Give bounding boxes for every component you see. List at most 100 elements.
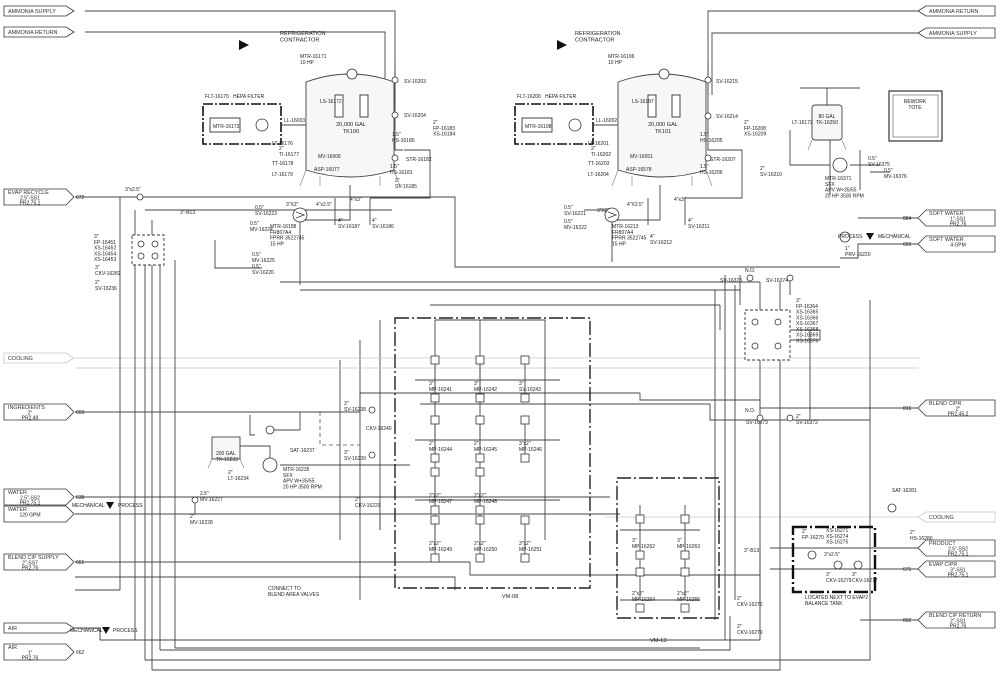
- valve-label: 2"x2"MP-16247: [429, 493, 452, 505]
- valve-icon[interactable]: [704, 154, 712, 162]
- evap-ckv: 3"CKV-16282: [95, 265, 121, 277]
- offpage-ref: 892: [903, 618, 912, 624]
- valve-icon[interactable]: [368, 451, 376, 459]
- valve-icon[interactable]: [786, 414, 794, 422]
- tank-tk100[interactable]: 20,000 GAL TK100: [299, 68, 401, 187]
- offpage-sub: 2"-SS7: [22, 561, 38, 567]
- offpage-connector-ammonia-supply-left[interactable]: AMMONIA SUPPLY: [3, 5, 75, 17]
- offpage-connector-ammonia-supply-right[interactable]: AMMONIA SUPPLY: [917, 27, 996, 39]
- offpage-connector-cooling-left[interactable]: COOLING: [3, 352, 75, 364]
- product-skid[interactable]: [791, 525, 877, 594]
- valve-icon[interactable]: [391, 76, 399, 84]
- mix-proof-valve[interactable]: 2"x2"MP-16265: [677, 567, 700, 613]
- offpage-ref: 660: [76, 410, 85, 416]
- offpage-label: BLEND CIP RETURN: [929, 613, 981, 619]
- left-sat: SAT-16237: [290, 448, 315, 454]
- mix-proof-valve[interactable]: 3"SV-16243: [519, 355, 541, 403]
- mix-proof-valve[interactable]: 2"x2"MP-16248: [474, 467, 497, 515]
- valve-icon[interactable]: [786, 274, 794, 282]
- offpage-label: EVAP RECYCLE: [8, 190, 49, 196]
- mix-proof-valve[interactable]: 2"x2"MP-16250: [474, 515, 497, 563]
- mix-proof-valve[interactable]: 2"MP-16244: [429, 415, 452, 463]
- prv-valve-icon[interactable]: [839, 231, 851, 243]
- sample-valve-icon[interactable]: [887, 503, 897, 513]
- valve-icon[interactable]: [136, 193, 144, 201]
- pump-mtr-16188[interactable]: [292, 207, 308, 223]
- valve-icon[interactable]: [191, 496, 199, 504]
- offpage-sub: 3"-SS1: [950, 568, 966, 574]
- offpage-ref: 638: [76, 495, 85, 501]
- offpage-connector-air-1[interactable]: AIR: [3, 622, 75, 634]
- right-valve-cluster[interactable]: [744, 309, 791, 361]
- water-mech: MECHANICAL: [72, 503, 105, 509]
- offpage-sub: 120 GPM: [19, 513, 40, 519]
- hepa-filter-right[interactable]: [514, 103, 618, 145]
- pump-left-size-a: 3"X2": [286, 202, 299, 208]
- mix-proof-valve[interactable]: 3"MP-16263: [677, 514, 700, 560]
- offpage-sub: 2.5"-SS2: [948, 547, 968, 553]
- valve-icon[interactable]: [391, 111, 399, 119]
- mix-proof-valve[interactable]: 2"x2"MP-16249: [429, 515, 452, 563]
- tank-tk-16233[interactable]: [207, 436, 245, 469]
- offpage-connector-cooling-right[interactable]: COOLING: [917, 511, 996, 523]
- valve-label: 2"x2"MP-16249: [429, 541, 452, 553]
- offpage-connector-ammonia-return-left[interactable]: AMMONIA RETURN: [3, 26, 75, 38]
- offpage-connector-ammonia-return-right[interactable]: AMMONIA RETURN: [917, 5, 996, 17]
- pump-mtr-16235[interactable]: [262, 457, 278, 473]
- mix-proof-valve[interactable]: 2"x2"MP-16264: [632, 567, 655, 613]
- pump-mtr-16213[interactable]: [604, 207, 620, 223]
- valve-icon[interactable]: [391, 154, 399, 162]
- valve-label: 3"MP-16242: [474, 381, 497, 393]
- offpage-label: BLEND CIP SUPPLY: [8, 555, 59, 561]
- filter-left-name: HEPA FILTER: [233, 94, 265, 100]
- mix-proof-valve[interactable]: 3"MP-16241: [429, 355, 452, 403]
- pump-mtr-16371[interactable]: [832, 157, 848, 173]
- mix-proof-valve[interactable]: 3"MP-16242: [474, 355, 497, 403]
- tank-left-tt: TT-16178: [272, 161, 294, 167]
- valve-icon[interactable]: [746, 274, 754, 282]
- valve-matrix-vm-13[interactable]: [616, 477, 720, 619]
- valve-icon[interactable]: [368, 406, 376, 414]
- mix-proof-valve[interactable]: 2"x2"MP-16247: [429, 467, 452, 515]
- valve-matrix-vm-08[interactable]: [394, 317, 591, 589]
- mix-proof-valve[interactable]: 3"x2"MP-16251: [519, 515, 542, 563]
- offpage-label: AMMONIA RETURN: [929, 9, 979, 15]
- pump-left-sv-b: 4"SV-16187: [338, 218, 360, 230]
- mix-proof-valve[interactable]: 3"MP-16262: [632, 514, 655, 560]
- evap-line: 3"-B13: [180, 210, 195, 216]
- offpage-label: AIR: [8, 626, 17, 632]
- tank-tk101[interactable]: 20,000 GAL TK101: [611, 68, 713, 187]
- tank-tk-16250[interactable]: 80 GAL TK-16250: [807, 104, 847, 151]
- hepa-filter-left[interactable]: [202, 103, 306, 145]
- valve-icon[interactable]: [704, 76, 712, 84]
- valve-icon[interactable]: [756, 414, 764, 422]
- mix-proof-valve[interactable]: 3"x2"MP-16246: [519, 415, 542, 463]
- left-mv-a: 0.5"MV-16225: [252, 252, 275, 264]
- tank-left-lt: LT-16176: [272, 141, 293, 147]
- offpage-sub: PR2.45.2: [948, 412, 969, 418]
- tank-right-hs: 1.5"HS-16205: [700, 132, 723, 144]
- valve-icon[interactable]: [704, 112, 712, 120]
- mix-proof-valve[interactable]: 2"MP-16245: [474, 415, 497, 463]
- valve-icon[interactable]: [265, 425, 275, 435]
- offpage-sub: PR2.76: [22, 656, 39, 662]
- evap-recycle-manifold[interactable]: [131, 234, 165, 266]
- filter-right-name: HEPA FILTER: [545, 94, 577, 100]
